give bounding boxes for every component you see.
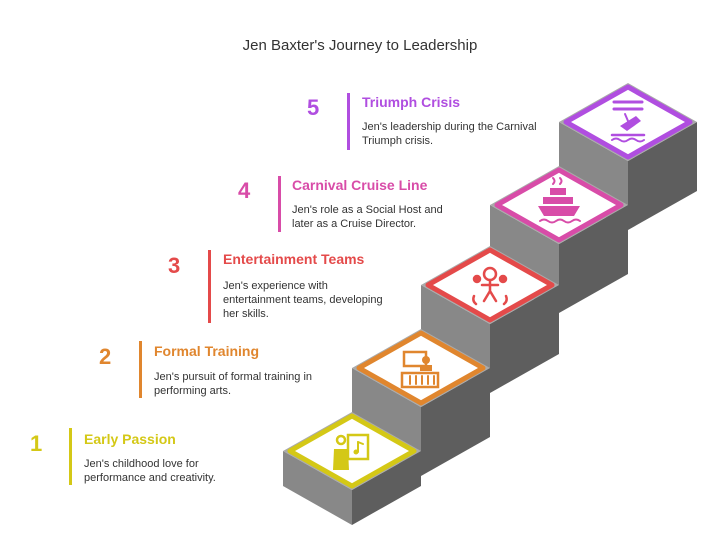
step-4-description: Jen's role as a Social Host and later as…: [292, 204, 443, 230]
step-5-bar: [347, 93, 350, 150]
performer-music-icon: [333, 433, 370, 470]
step-2-bar: [139, 341, 142, 398]
step-5-number: 5: [307, 95, 320, 120]
training-classroom-icon: [400, 350, 440, 389]
stair-block-4: [490, 166, 628, 313]
step-2-number: 2: [99, 344, 112, 369]
step-3-number: 3: [168, 253, 181, 278]
step-1-bar: [69, 428, 72, 485]
step-5-heading: Triumph Crisis: [362, 94, 461, 110]
step-1-number: 1: [30, 431, 43, 456]
step-5-description: Jen's leadership during the Carnival Tri…: [362, 121, 537, 147]
step-4-heading: Carnival Cruise Line: [292, 177, 428, 193]
step-1-description: Jen's childhood love for performance and…: [84, 458, 216, 484]
step-3-heading: Entertainment Teams: [223, 251, 365, 267]
step-4-bar: [278, 176, 281, 232]
step-3-bar: [208, 250, 211, 323]
step-4-number: 4: [238, 178, 251, 203]
step-2-heading: Formal Training: [154, 343, 260, 359]
step-3-description: Jen's experience with entertainment team…: [223, 280, 383, 320]
step-1-heading: Early Passion: [84, 431, 176, 447]
stair-block-2: [352, 329, 490, 476]
step-2-description: Jen's pursuit of formal training in perf…: [154, 371, 313, 397]
stair-block-1: [283, 412, 421, 525]
sinking-ship-icon: [610, 100, 646, 143]
diagram-title: Jen Baxter's Journey to Leadership: [242, 37, 478, 54]
performer-team-icon: [472, 266, 508, 306]
cruise-ship-icon: [538, 177, 581, 224]
